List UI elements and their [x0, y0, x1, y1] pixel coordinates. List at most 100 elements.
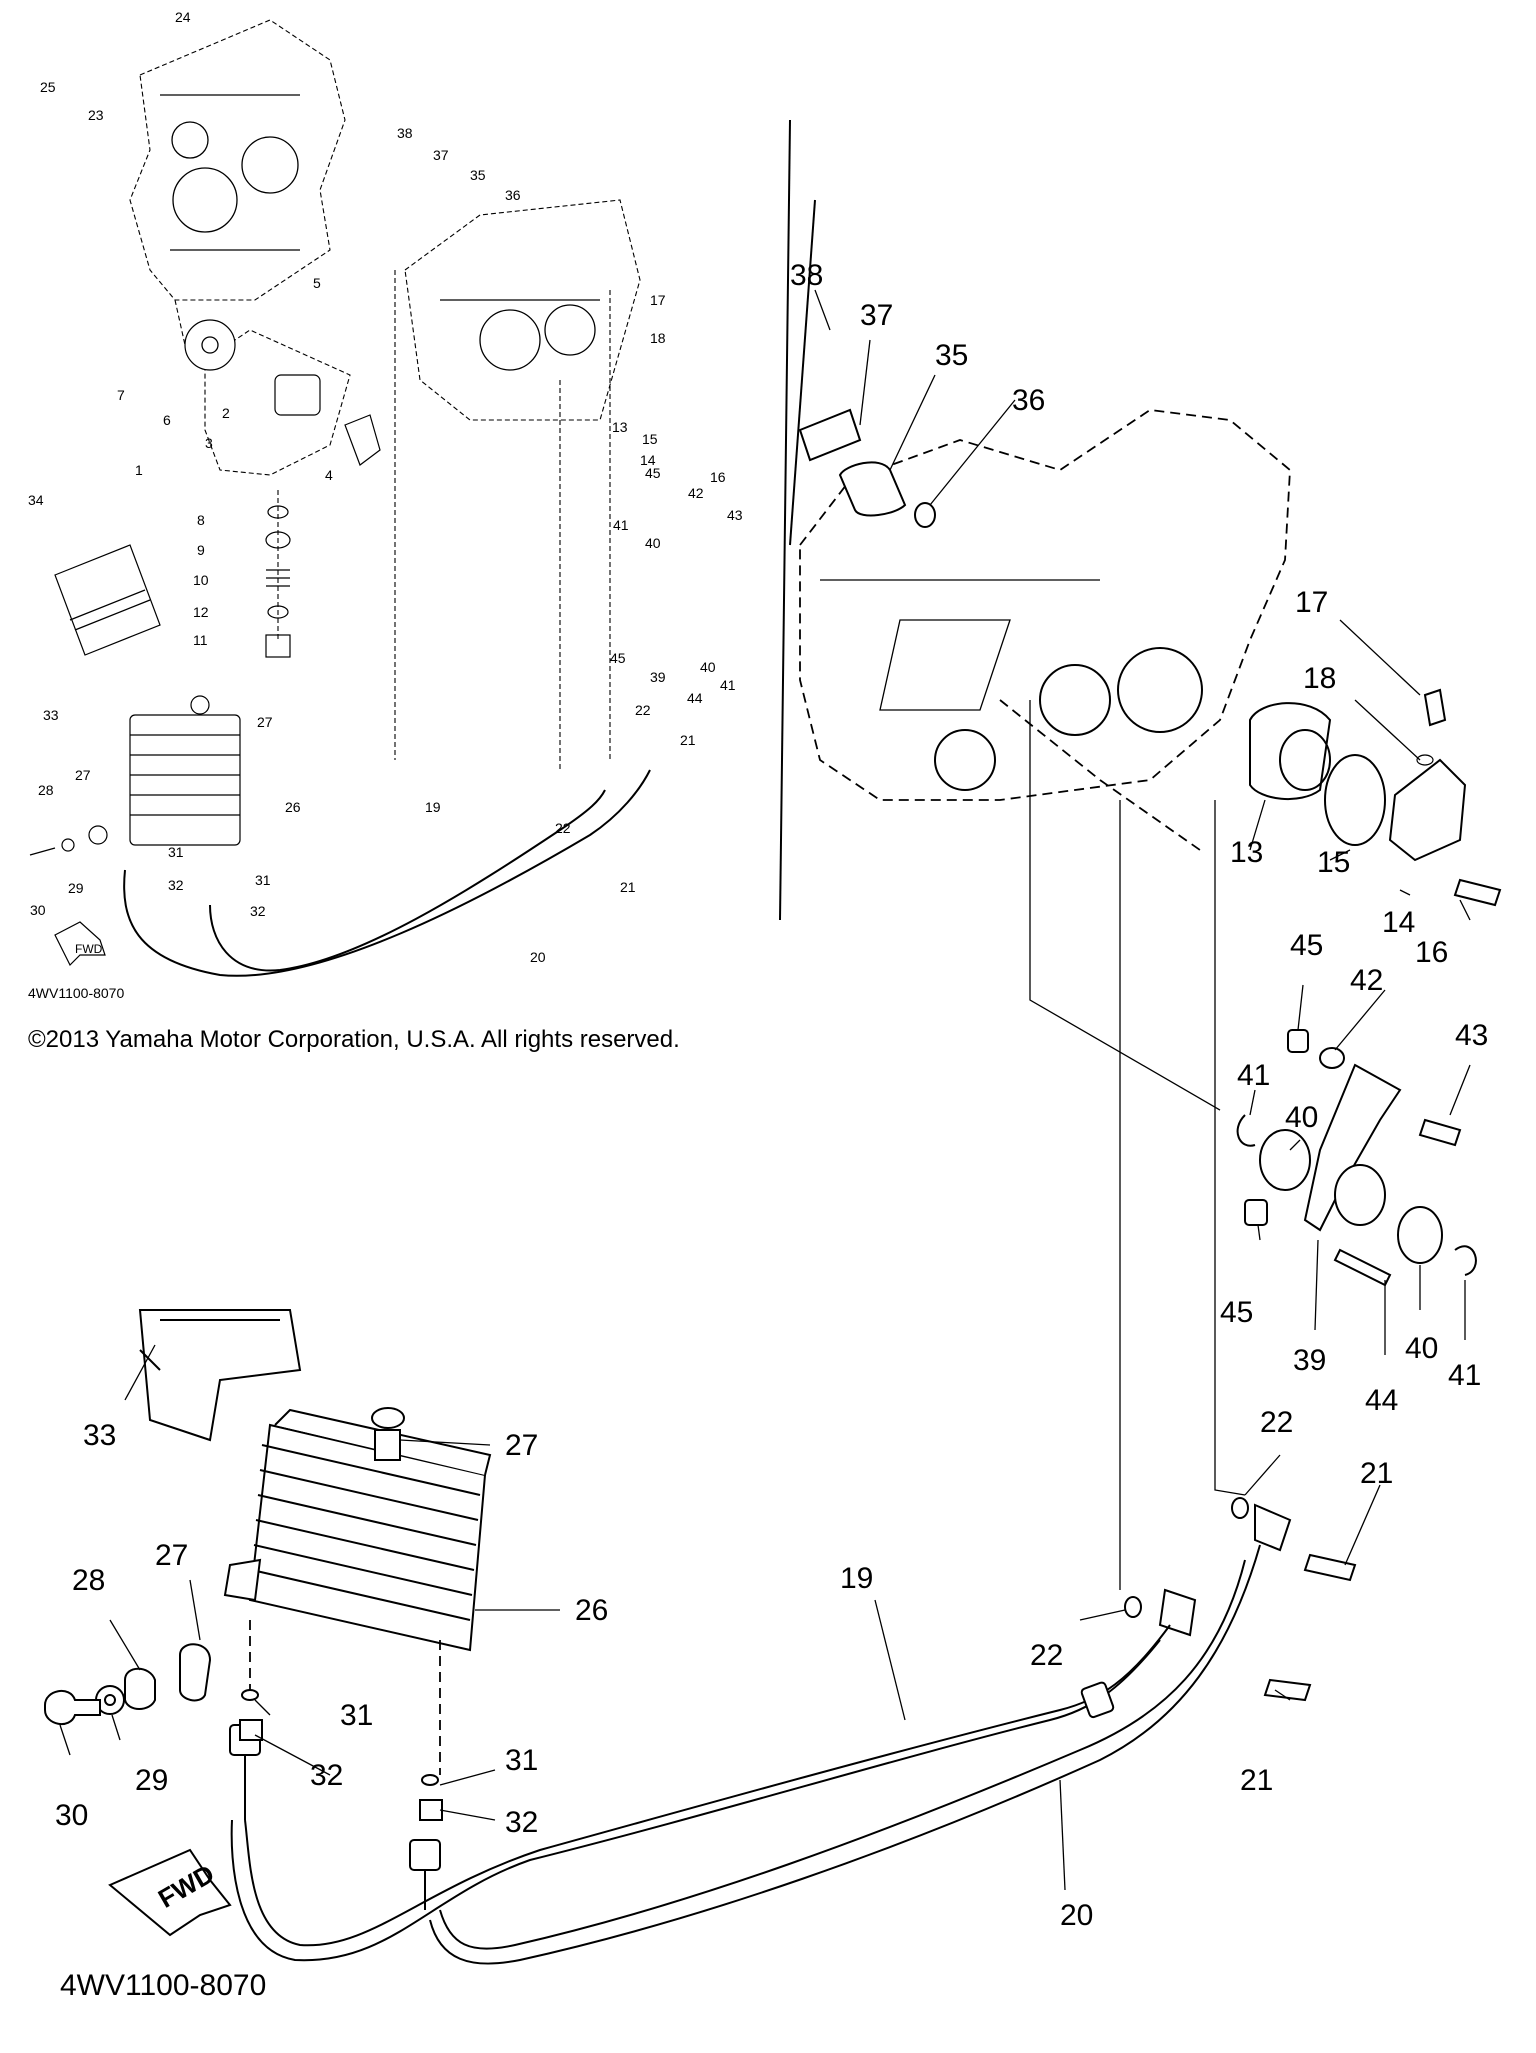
overview-callout-15: 15 — [642, 431, 658, 447]
overview-callout-13: 13 — [612, 419, 628, 435]
detail-callout-39: 39 — [1293, 1344, 1326, 1377]
overview-callout-17: 17 — [650, 292, 666, 308]
detail-callout-15: 15 — [1317, 846, 1350, 879]
detail-callout-19: 19 — [840, 1562, 873, 1595]
oil-filter-cover-group — [1249, 688, 1502, 907]
oil-cooler — [44, 1309, 492, 1821]
detail-callout-44: 44 — [1365, 1384, 1398, 1417]
overview-callout-32a: 32 — [168, 877, 184, 893]
detail-callout-32a: 32 — [310, 1759, 343, 1792]
overview-callout-36: 36 — [505, 187, 521, 203]
overview-callout-11: 11 — [193, 632, 208, 648]
overview-callout-22b: 22 — [555, 820, 571, 836]
detail-callout-20: 20 — [1060, 1899, 1093, 1932]
callout-leaders — [59, 289, 1471, 1891]
detail-callout-41b: 41 — [1448, 1359, 1481, 1392]
fwd-small-label: FWD — [75, 942, 103, 956]
detail-callout-27b: 27 — [155, 1539, 188, 1572]
detail-callout-31a: 31 — [340, 1699, 373, 1732]
oil-hoses — [229, 1544, 1261, 1965]
overview-callout-27a: 27 — [257, 714, 273, 730]
detail-right-crankcase — [779, 119, 1291, 921]
overview-callout-5: 5 — [313, 275, 321, 291]
detail-callout-36: 36 — [1012, 384, 1045, 417]
detail-callout-30: 30 — [55, 1799, 88, 1832]
hose-fittings — [1124, 1497, 1357, 1702]
right-crankcase — [404, 199, 641, 421]
detail-callout-21a: 21 — [1360, 1457, 1393, 1490]
diagram-code-large: 4WV1100-8070 — [60, 1969, 266, 2002]
copyright-notice: ©2013 Yamaha Motor Corporation, U.S.A. A… — [28, 1026, 680, 1053]
overview-callout-44: 44 — [687, 690, 703, 706]
detail-callout-42: 42 — [1350, 964, 1383, 997]
detail-callout-29: 29 — [135, 1764, 168, 1797]
overview-callout-14: 14 — [640, 452, 656, 468]
detail-callout-22b: 22 — [1030, 1639, 1063, 1672]
detail-callout-13: 13 — [1230, 836, 1263, 869]
overview-callout-29: 29 — [68, 880, 84, 896]
detail-callout-16: 16 — [1415, 936, 1448, 969]
detail-callout-32b: 32 — [505, 1806, 538, 1839]
overview-callout-24: 24 — [175, 9, 191, 25]
overview-callout-27b: 27 — [75, 767, 91, 783]
overview-callout-18: 18 — [650, 330, 666, 346]
overview-callout-23: 23 — [88, 107, 104, 123]
detail-callout-22a: 22 — [1260, 1406, 1293, 1439]
oil-cooler-overview — [29, 544, 241, 856]
overview-callout-28: 28 — [38, 782, 54, 798]
detail-callout-40a: 40 — [1285, 1101, 1318, 1134]
oil-hoses-overview — [123, 270, 651, 977]
detail-callout-21b: 21 — [1240, 1764, 1273, 1797]
detail-callout-14: 14 — [1382, 906, 1415, 939]
detail-callout-31b: 31 — [505, 1744, 538, 1777]
overview-callout-10: 10 — [193, 572, 209, 588]
overview-callout-31a: 31 — [168, 844, 184, 860]
overview-callout-40b: 40 — [700, 659, 716, 675]
overview-callout-25: 25 — [40, 79, 56, 95]
diagram-code-small: 4WV1100-8070 — [28, 985, 124, 1001]
detail-callout-18: 18 — [1303, 662, 1336, 695]
fwd-arrow-small: FWD — [54, 921, 106, 967]
overview-callout-12: 12 — [193, 604, 209, 620]
leader-lines — [1029, 700, 1246, 1590]
overview-callout-43: 43 — [727, 507, 743, 523]
overview-callout-41b: 41 — [720, 677, 736, 693]
overview-callout-20: 20 — [530, 949, 546, 965]
overview-callout-32b: 32 — [250, 903, 266, 919]
overview-callout-38: 38 — [397, 125, 413, 141]
oil-pump-assembly — [174, 299, 381, 658]
oil-pump-arm-group — [1236, 1029, 1477, 1287]
overview-callout-31b: 31 — [255, 872, 271, 888]
overview-callout-19: 19 — [425, 799, 441, 815]
fwd-arrow: FWD — [108, 1848, 232, 1937]
overview-callout-26: 26 — [285, 799, 301, 815]
left-crankcase — [129, 19, 346, 301]
detail-callout-35: 35 — [935, 339, 968, 372]
overview-callout-7: 7 — [117, 387, 125, 403]
overview-callout-16: 16 — [710, 469, 726, 485]
overview-callout-8: 8 — [197, 512, 205, 528]
overview-callout-39: 39 — [650, 669, 666, 685]
overview-callout-3: 3 — [205, 435, 213, 451]
overview-callout-1: 1 — [135, 462, 143, 478]
detail-callout-43: 43 — [1455, 1019, 1488, 1052]
detail-callout-33: 33 — [83, 1419, 116, 1452]
detail-callout-26: 26 — [575, 1594, 608, 1627]
overview-callouts: 1234567891011121314151617181920212122222… — [28, 9, 743, 965]
detail-callout-45b: 45 — [1220, 1296, 1253, 1329]
detail-callout-37: 37 — [860, 299, 893, 332]
overview-callout-34: 34 — [28, 492, 44, 508]
detail-callout-28: 28 — [72, 1564, 105, 1597]
detail-callout-27a: 27 — [505, 1429, 538, 1462]
overview-callout-30: 30 — [30, 902, 46, 918]
overview-callout-22a: 22 — [635, 702, 651, 718]
overview-callout-40a: 40 — [645, 535, 661, 551]
overview-callout-21a: 21 — [680, 732, 696, 748]
detail-callout-38: 38 — [790, 259, 823, 292]
overview-callout-4: 4 — [325, 467, 333, 483]
overview-callout-33: 33 — [43, 707, 59, 723]
detail-callout-41a: 41 — [1237, 1059, 1270, 1092]
